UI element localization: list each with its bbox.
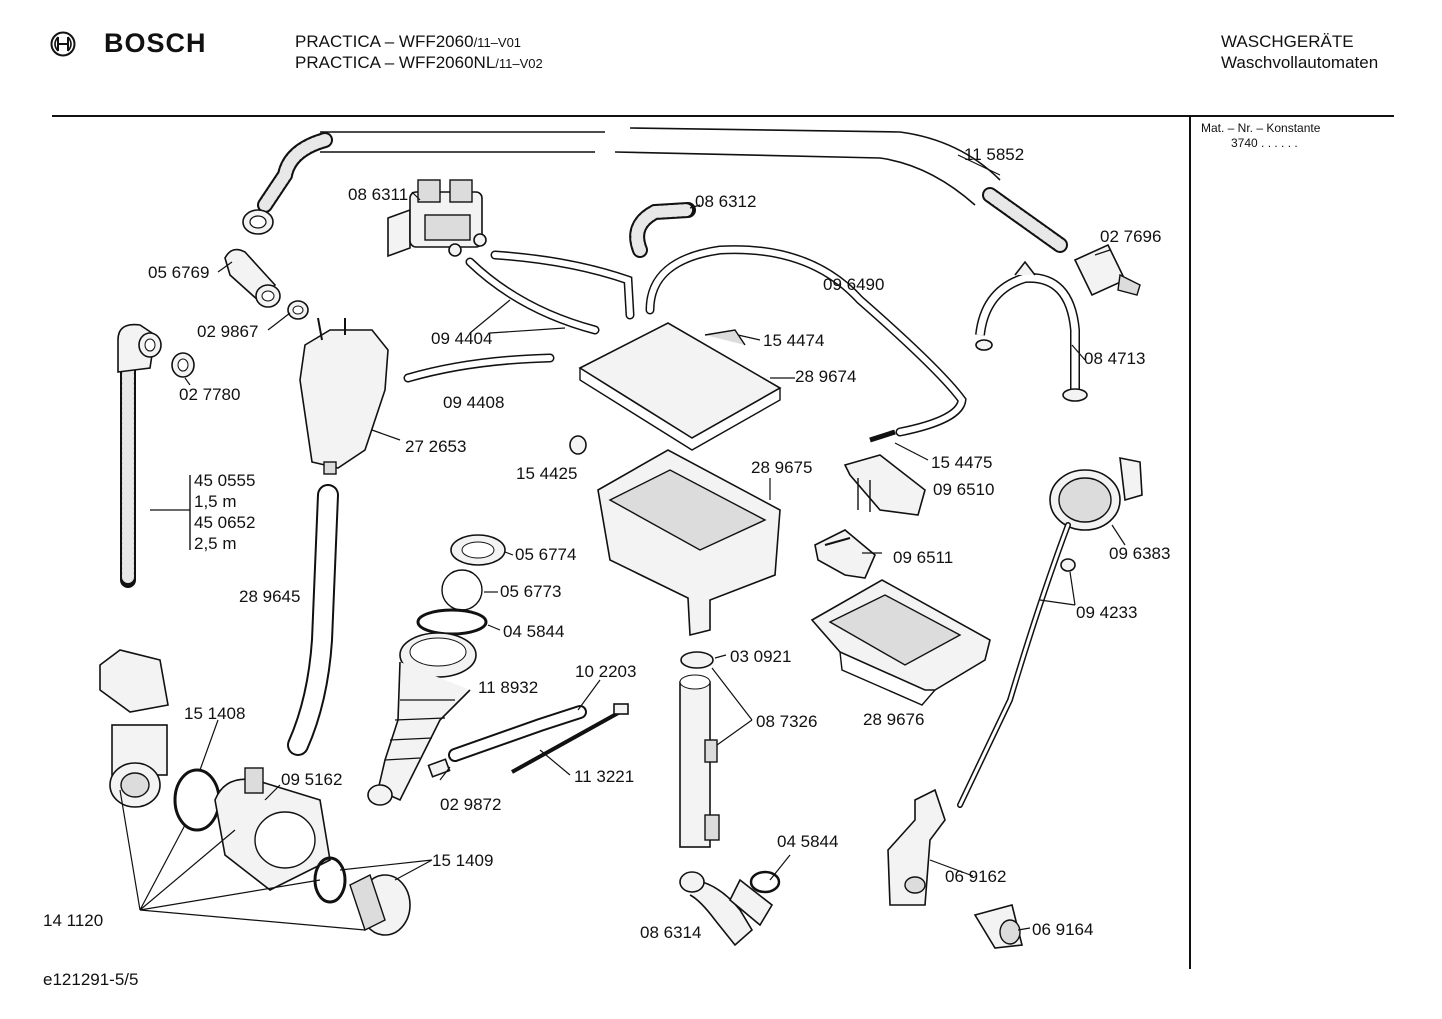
filter-ring <box>313 856 347 904</box>
label-15-1409: 15 1409 <box>432 851 494 870</box>
header-rule <box>52 115 1394 117</box>
label-15-4425: 15 4425 <box>516 464 578 483</box>
ball-valve <box>441 569 483 611</box>
label-08-6312: 08 6312 <box>695 192 757 211</box>
label-04-5844-bottom: 04 5844 <box>777 832 839 851</box>
label-28-9676: 28 9676 <box>863 710 925 729</box>
dispenser-flap <box>843 454 926 516</box>
long-drain-hose <box>242 127 1068 253</box>
label-04-5844-top: 04 5844 <box>503 622 565 641</box>
detergent-drawer <box>810 579 991 706</box>
sump-hose <box>367 632 477 806</box>
label-28-9645: 28 9645 <box>239 587 301 606</box>
label-05-6773: 05 6773 <box>500 582 562 601</box>
label-09-6510: 09 6510 <box>933 480 995 499</box>
label-09-4233: 09 4233 <box>1076 603 1138 622</box>
pressure-switch <box>1049 456 1143 531</box>
pump-housing <box>214 767 331 891</box>
label-08-6311: 08 6311 <box>348 185 409 204</box>
dispenser-housing <box>597 449 781 637</box>
siphon-cap <box>814 529 876 579</box>
model-line-1-suffix: /11–V01 <box>473 35 522 50</box>
model-line-2-suffix: /11–V02 <box>495 56 543 71</box>
label-hose-length-1: 1,5 m <box>194 492 237 511</box>
inlet-hose-long <box>117 323 162 588</box>
model-line-1: PRACTICA – WFF2060/11–V01 <box>295 31 521 53</box>
label-11-3221: 11 3221 <box>574 767 635 786</box>
bosch-armature-icon <box>50 31 76 57</box>
label-15-4475: 15 4475 <box>931 453 993 472</box>
lint-filter <box>349 874 411 936</box>
label-hose-code-1: 45 0555 <box>194 471 256 490</box>
hose-clamp <box>416 608 488 636</box>
model-line-2-main: PRACTICA – WFF2060NL <box>295 53 496 72</box>
inlet-hose-1 <box>465 257 600 335</box>
label-15-1408: 15 1408 <box>184 704 246 723</box>
label-02-9872: 02 9872 <box>440 795 502 814</box>
label-28-9674: 28 9674 <box>795 367 857 386</box>
label-27-2653: 27 2653 <box>405 437 467 456</box>
label-09-4404: 09 4404 <box>431 329 493 348</box>
door-lock-bracket <box>887 788 946 906</box>
label-10-2203: 10 2203 <box>575 662 637 681</box>
dispenser-cover <box>578 322 782 451</box>
drain-pump <box>99 649 169 808</box>
brand-name: BOSCH <box>104 28 207 58</box>
leader-lines <box>119 154 1126 931</box>
sidebar-title: Mat. – Nr. – Konstante <box>1201 121 1321 135</box>
nozzle <box>869 429 896 443</box>
label-06-9164: 06 9164 <box>1032 920 1094 939</box>
drain-pipe <box>679 651 720 848</box>
label-09-6383: 09 6383 <box>1109 544 1171 563</box>
label-03-0921: 03 0921 <box>730 647 792 666</box>
label-09-4408: 09 4408 <box>443 393 505 412</box>
hose-coupler <box>427 758 451 778</box>
lock-knob <box>973 904 1023 949</box>
label-08-7326: 08 7326 <box>756 712 818 731</box>
label-05-6769: 05 6769 <box>148 263 210 282</box>
label-02-9867: 02 9867 <box>197 322 259 341</box>
label-28-9675: 28 9675 <box>751 458 813 477</box>
label-09-5162: 09 5162 <box>281 770 343 789</box>
model-line-2: PRACTICA – WFF2060NL/11–V02 <box>295 52 543 74</box>
elbow-connector <box>224 248 281 308</box>
pump-seal-ring <box>173 768 221 832</box>
label-06-9162: 06 9162 <box>945 867 1007 886</box>
label-02-7696: 02 7696 <box>1100 227 1162 246</box>
label-14-1120: 14 1120 <box>43 911 104 930</box>
label-11-8932: 11 8932 <box>478 678 539 697</box>
label-11-5852: 11 5852 <box>964 145 1025 164</box>
label-02-7780: 02 7780 <box>179 385 241 404</box>
label-hose-length-2: 2,5 m <box>194 534 237 553</box>
footer-code: e121291-5/5 <box>43 970 139 989</box>
sidebar-value: 3740 . . . . . . <box>1231 136 1298 150</box>
plug-connector <box>1073 243 1141 297</box>
category-title: WASCHGERÄTE <box>1221 32 1354 51</box>
label-09-6490: 09 6490 <box>823 275 885 294</box>
bosch-logo-icon <box>50 31 76 57</box>
pressure-chamber <box>299 317 389 475</box>
label-15-4474: 15 4474 <box>763 331 825 350</box>
label-08-4713: 08 4713 <box>1084 349 1146 368</box>
grommet <box>569 435 587 455</box>
label-09-6511: 09 6511 <box>893 548 954 567</box>
water-valve <box>387 179 487 258</box>
label-05-6774: 05 6774 <box>515 545 577 564</box>
drain-elbow-hose <box>679 870 781 947</box>
vent-rod <box>511 710 621 774</box>
label-hose-code-2: 45 0652 <box>194 513 256 532</box>
model-line-1-main: PRACTICA – WFF2060 <box>295 32 474 51</box>
label-08-6314: 08 6314 <box>640 923 702 942</box>
subcategory-title: Waschvollautomaten <box>1221 53 1379 72</box>
sidebar-divider <box>1189 117 1191 969</box>
hose-bracket <box>975 260 1088 402</box>
